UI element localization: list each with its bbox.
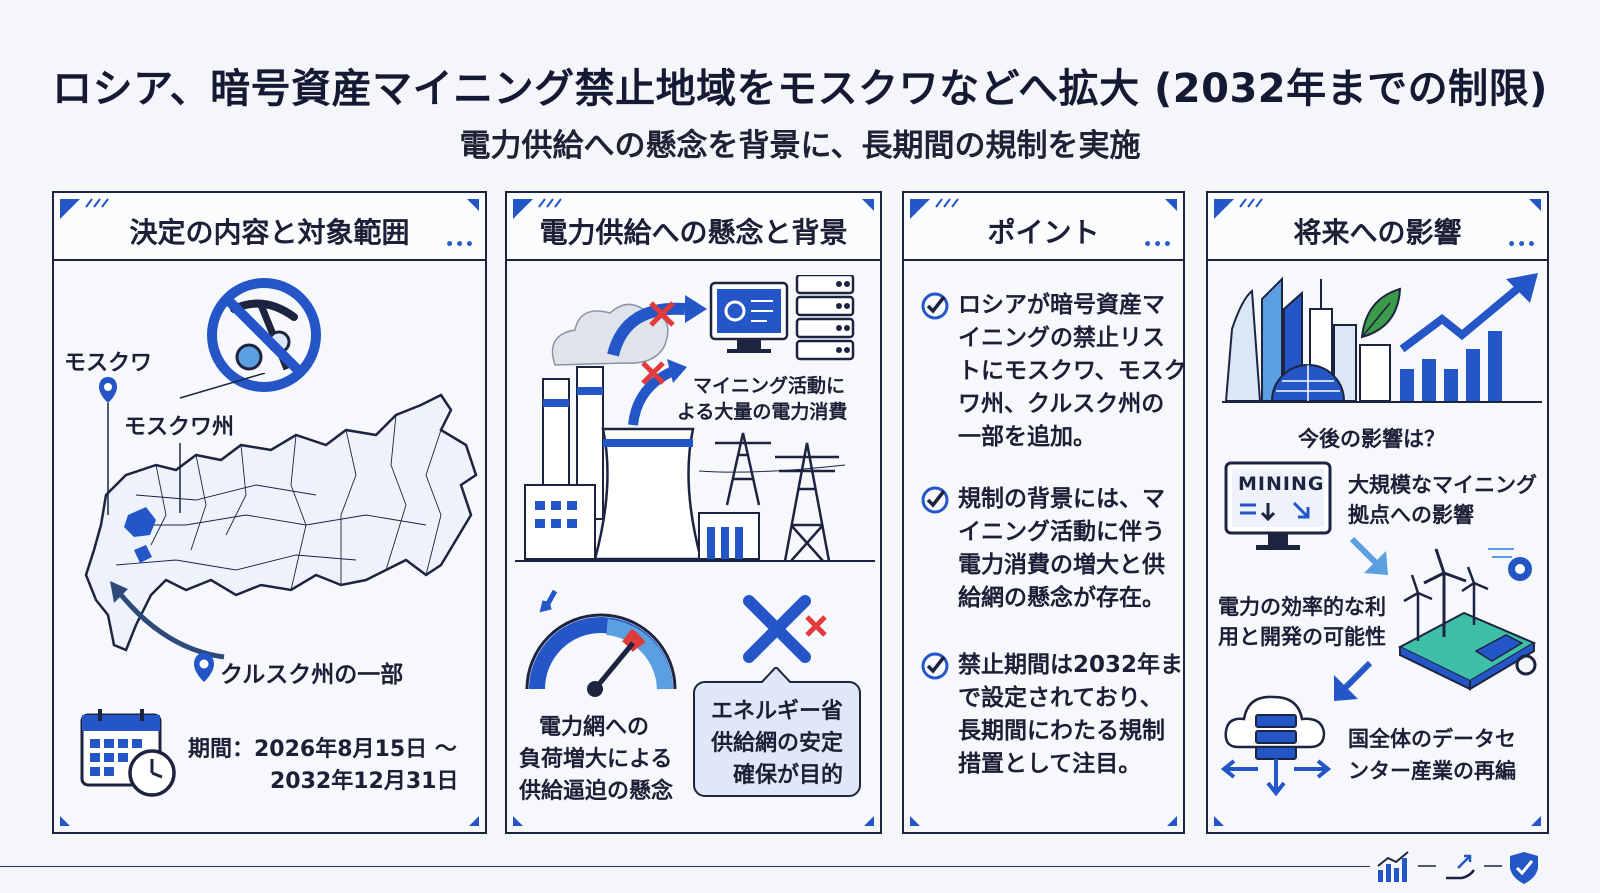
- point-line: 電力消費の増大と供: [958, 552, 1165, 578]
- grid-load-line-3: 供給逼迫の懸念: [519, 779, 674, 804]
- check-circle-icon: [921, 292, 949, 320]
- point-line: ロシアが暗号資産マ: [958, 292, 1165, 318]
- period-line-2: 2032年12月31日: [270, 769, 459, 794]
- label-moscow-oblast: モスクワ州: [124, 415, 235, 440]
- label-moscow: モスクワ: [64, 351, 153, 376]
- panel-points: ポイント ••• ロシアが暗号資産マ イニングの禁止リス トにモスクワ、モスク …: [902, 191, 1187, 834]
- panel-power-concerns: 電力供給への懸念と背景: [505, 191, 882, 834]
- panel-header: 将来への影響 •••: [1208, 193, 1547, 261]
- dots-icon: •••: [445, 237, 475, 253]
- mining-consumption-line-2: よる大量の電力消費: [677, 401, 848, 423]
- energy-ministry-line-2: 供給網の安定: [711, 731, 844, 756]
- corner-triangle-icon: [513, 816, 523, 826]
- grid-load-line-2: 負荷増大による: [519, 747, 673, 772]
- callout-tail: [761, 667, 791, 683]
- corner-triangle-icon: [1167, 816, 1177, 826]
- point-line: で設定されており、: [958, 685, 1163, 711]
- corner-triangle-icon: [469, 816, 479, 826]
- impact-1-line-2: 拠点への影響: [1348, 503, 1474, 527]
- city-growth-illustration: [1222, 273, 1542, 403]
- footer-icons: [1377, 851, 1538, 884]
- corner-decoration-icon: [60, 198, 109, 219]
- panel-title: 決定の内容と対象範囲: [129, 216, 410, 249]
- check-circle-icon: [921, 486, 949, 514]
- corner-triangle-icon: [467, 199, 479, 211]
- bar-chart-icon: [1377, 851, 1409, 882]
- point-text: 規制の背景には、マ イニング活動に伴う 電力消費の増大と供 給網の懸念が存在。: [958, 483, 1198, 615]
- corner-decoration-icon: [1214, 198, 1263, 219]
- blocked-x-icon: [743, 595, 827, 663]
- cloud-datacenter-icon: [1220, 695, 1332, 797]
- corner-decoration-icon: [513, 198, 562, 219]
- panel-title: 電力供給への懸念と背景: [539, 216, 848, 249]
- corner-decoration-icon: [910, 198, 959, 219]
- panel-title: 将来への影響: [1293, 216, 1462, 249]
- panel-header: 電力供給への懸念と背景: [507, 193, 880, 261]
- mining-consumption-line-1: マイニング活動に: [693, 375, 846, 397]
- point-line: 長期間にわたる規制: [958, 718, 1165, 744]
- point-text: 禁止期間は2032年ま で設定されており、 長期間にわたる規制 措置として注目。: [958, 649, 1198, 781]
- impact-3-line-2: ンター産業の再編: [1348, 759, 1516, 783]
- impact-1-line-1: 大規模なマイニング: [1348, 473, 1537, 497]
- hand-growth-icon: [1446, 854, 1476, 880]
- point-text: ロシアが暗号資産マ イニングの禁止リス トにモスクワ、モスク ワ州、クルスク州の…: [958, 289, 1198, 454]
- impact-2-line-1: 電力の効率的な利: [1218, 595, 1386, 619]
- power-plant-illustration: [515, 275, 875, 562]
- page-title: ロシア、暗号資産マイニング禁止地域をモスクワなどへ拡大 (2032年までの制限): [52, 66, 1548, 112]
- panel-decision-scope: 決定の内容と対象範囲 ••• モスクワ モスクワ州 クルスク州の一部: [52, 191, 487, 834]
- energy-ministry-line-3: 確保が目的: [733, 763, 844, 788]
- point-line: 給網の懸念が存在。: [958, 585, 1165, 611]
- impact-3-line-1: 国全体のデータセ: [1348, 727, 1516, 751]
- grid-load-line-1: 電力網への: [539, 715, 650, 740]
- corner-triangle-icon: [60, 816, 70, 826]
- corner-triangle-icon: [862, 199, 874, 211]
- calendar-icon: [80, 709, 176, 797]
- point-line: 一部を追加。: [958, 424, 1096, 450]
- arrow-down-left-icon: [1334, 660, 1373, 701]
- panel-future-impact: 将来への影響 ••• 今後の影響は？ MINING 大規模なマイニング 拠: [1206, 191, 1549, 834]
- corner-triangle-icon: [1531, 816, 1541, 826]
- point-line: イニングの禁止リス: [958, 325, 1165, 351]
- russia-map: [84, 393, 478, 652]
- energy-ministry-line-1: エネルギー省: [711, 699, 844, 724]
- corner-triangle-icon: [1165, 199, 1177, 211]
- point-line: 措置として注目。: [958, 751, 1142, 777]
- energy-ministry-callout: エネルギー省 供給網の安定 確保が目的: [693, 667, 861, 797]
- mining-screen-label: MINING: [1238, 473, 1325, 495]
- gauge-icon: [525, 589, 677, 697]
- panel-header: 決定の内容と対象範囲 •••: [54, 193, 485, 261]
- corner-triangle-icon: [910, 816, 920, 826]
- mining-monitor-icon: [1224, 461, 1332, 550]
- arrow-down-right-icon: [1349, 536, 1388, 575]
- dots-icon: •••: [1507, 237, 1537, 253]
- impact-question: 今後の影響は？: [1298, 427, 1445, 451]
- label-kursk: クルスク州の一部: [220, 662, 404, 688]
- point-line: 規制の背景には、マ: [958, 486, 1165, 512]
- check-circle-icon: [921, 652, 949, 680]
- renewable-energy-icon: [1397, 548, 1537, 691]
- shield-check-icon: [1510, 852, 1538, 884]
- corner-triangle-icon: [1214, 816, 1224, 826]
- point-line: ワ州、クルスク州の: [958, 391, 1165, 417]
- corner-triangle-icon: [1529, 199, 1541, 211]
- kursk-pin-icon: [194, 653, 214, 682]
- panel-title: ポイント: [987, 216, 1100, 249]
- kursk-arrow-icon: [110, 581, 225, 660]
- footer-divider: [0, 866, 1370, 867]
- corner-triangle-icon: [864, 816, 874, 826]
- period-line-1: 期間：2026年8月15日 〜: [188, 737, 457, 762]
- impact-2-line-2: 用と開発の可能性: [1218, 625, 1386, 649]
- point-line: トにモスクワ、モスク: [958, 358, 1187, 384]
- mining-ban-icon: [207, 278, 321, 392]
- pointer-lines: [179, 373, 266, 513]
- point-line: 禁止期間は2032年ま: [958, 652, 1184, 678]
- moscow-pin-icon: [99, 377, 117, 515]
- point-line: イニング活動に伴う: [958, 519, 1165, 545]
- page-subtitle: 電力供給への懸念を背景に、長期間の規制を実施: [459, 128, 1141, 164]
- panel-header: ポイント •••: [904, 193, 1183, 261]
- dots-icon: •••: [1143, 237, 1173, 253]
